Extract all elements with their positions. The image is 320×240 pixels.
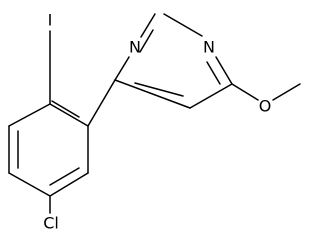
bond-o-ch3 [272, 83, 301, 101]
atom-iodine: I [48, 11, 53, 30]
bond-ar5 [49, 172, 89, 197]
bond-n3-c2-inner [139, 29, 154, 53]
bond-c5-c4 [114, 79, 191, 109]
methoxy-group [231, 83, 301, 101]
atom-nitrogen-n1: N [203, 38, 215, 57]
bond-c2-n1 [163, 13, 203, 37]
atom-nitrogen-n3: N [129, 38, 141, 57]
chemical-structure: I N N O Cl [8, 11, 301, 233]
bond-ar5-inner [49, 167, 80, 186]
bond-c6-c5 [189, 83, 233, 109]
bond-n1-c6-inner [206, 61, 221, 85]
bond-aryl-link [87, 79, 116, 127]
bond-n3-c2 [140, 13, 156, 38]
atom-chlorine: Cl [43, 214, 59, 233]
bond-ar2 [8, 103, 51, 127]
bond-ar4 [8, 172, 51, 197]
bond-ar1-inner [51, 100, 80, 118]
bond-c4-n3 [114, 56, 130, 81]
bond-c5-c4-inner [134, 82, 184, 97]
bond-c6-o [231, 83, 259, 101]
bond-n1-c6 [215, 56, 233, 85]
benzene-ring [8, 100, 89, 197]
bond-ar1 [49, 103, 89, 127]
atom-oxygen: O [259, 97, 272, 116]
pyrimidine-ring [114, 13, 233, 109]
